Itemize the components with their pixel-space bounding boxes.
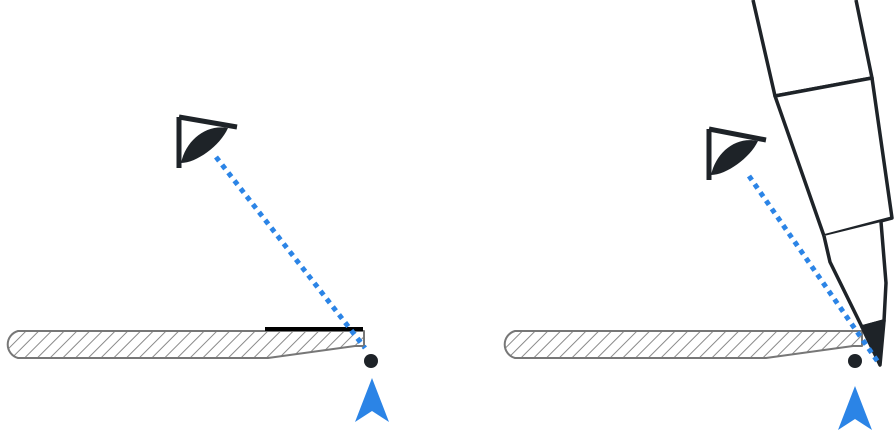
point	[364, 354, 378, 368]
point	[848, 354, 862, 368]
right-panel	[503, 0, 894, 430]
ruler-edge	[6, 330, 365, 359]
left-panel	[6, 114, 389, 422]
eye-icon	[176, 114, 238, 168]
pointer-arrow-icon	[838, 386, 872, 430]
sight-line	[214, 155, 367, 350]
pointer-arrow-icon	[355, 378, 389, 422]
sight-line	[746, 174, 881, 364]
eye-icon	[706, 126, 767, 180]
pen-icon	[751, 0, 894, 367]
ruler-edge	[503, 330, 863, 359]
